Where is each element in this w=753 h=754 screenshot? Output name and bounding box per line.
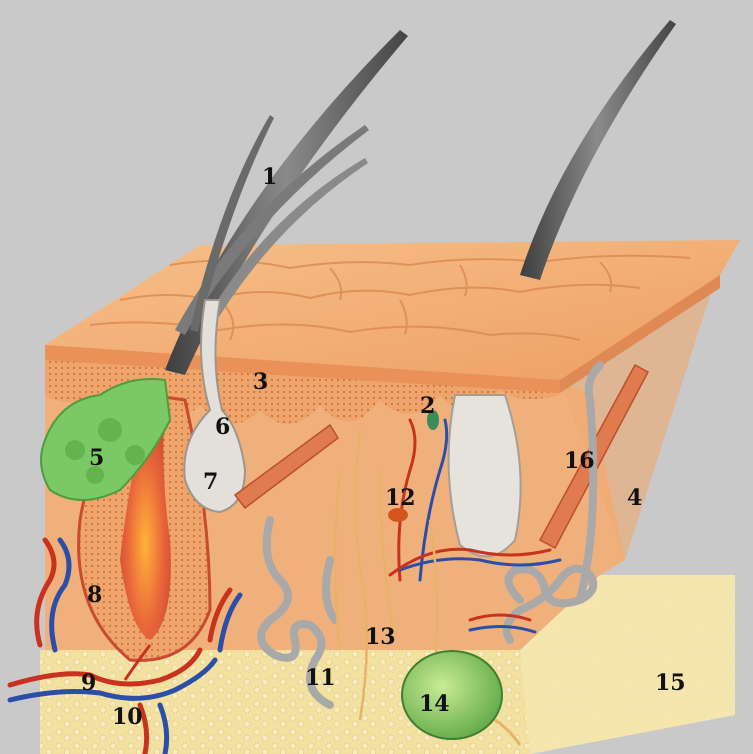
label-7: 7 [203,471,218,493]
label-15: 15 [655,672,686,694]
pacinian-corpuscle [402,651,502,739]
label-12: 12 [385,487,416,509]
label-4: 4 [627,487,642,509]
label-6: 6 [215,416,230,438]
label-8: 8 [87,584,102,606]
label-5: 5 [89,447,104,469]
label-16: 16 [564,450,595,472]
label-11: 11 [305,667,336,689]
label-9: 9 [81,672,96,694]
label-2: 2 [420,395,435,417]
label-3: 3 [253,371,268,393]
label-13: 13 [365,626,396,648]
label-1: 1 [262,166,277,188]
label-10: 10 [112,706,143,728]
label-14: 14 [419,693,450,715]
right-follicle [449,395,521,556]
